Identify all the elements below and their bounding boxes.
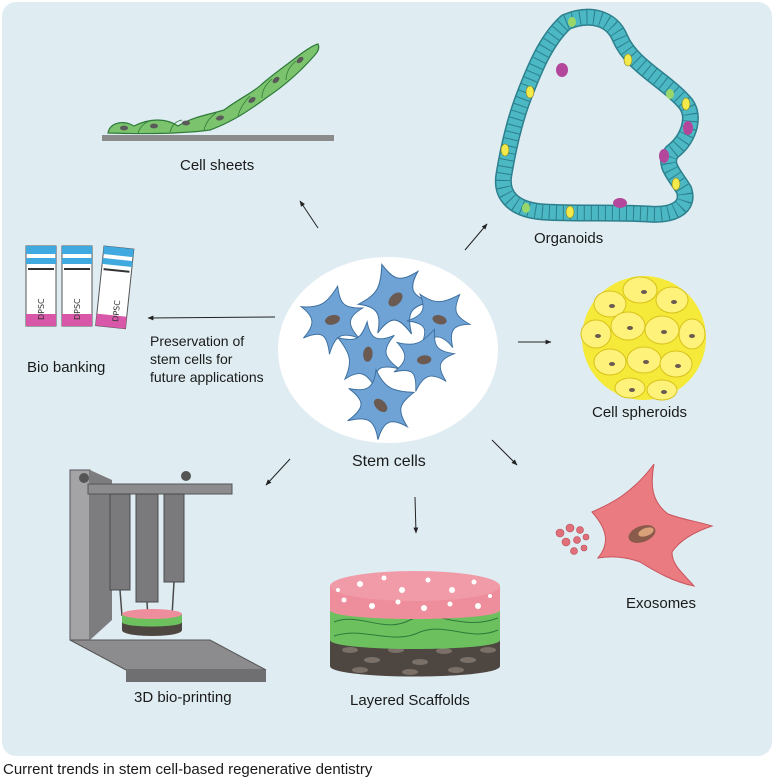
- layered-scaffolds-illustration: [330, 571, 500, 677]
- label-preservation-line-3: future applications: [150, 369, 264, 385]
- bio-printing-illustration: [69, 469, 267, 682]
- exosomes-illustration: [555, 463, 714, 587]
- label-layered-scaffolds: Layered Scaffolds: [350, 692, 470, 709]
- label-exosomes: Exosomes: [626, 595, 696, 612]
- label-cell-sheets: Cell sheets: [180, 157, 254, 174]
- stem-cells-illustration: [278, 252, 498, 448]
- arrow-to-bio-banking: [147, 315, 276, 321]
- vial-label-3: DPSC: [111, 299, 122, 322]
- label-cell-spheroids: Cell spheroids: [592, 404, 687, 421]
- bio-banking-illustration: DPSC DPSC DPSC: [25, 245, 135, 330]
- label-preservation-line-2: stem cells for: [150, 351, 233, 367]
- arrow-to-cell-sheets: [299, 200, 319, 229]
- label-organoids: Organoids: [534, 230, 603, 247]
- arrows: [147, 200, 552, 534]
- label-bio-printing: 3D bio-printing: [134, 689, 232, 706]
- label-bio-banking: Bio banking: [27, 359, 105, 376]
- label-preservation-line-1: Preservation of: [150, 333, 244, 349]
- arrow-to-layered-scaffolds: [413, 496, 419, 534]
- cell-spheroids-illustration: [580, 276, 706, 401]
- label-stem-cells: Stem cells: [352, 453, 426, 470]
- arrow-to-organoids: [464, 223, 488, 251]
- vial-label-2: DPSC: [73, 298, 82, 320]
- figure-caption: Current trends in stem cell-based regene…: [3, 761, 373, 778]
- arrow-to-exosomes: [491, 439, 518, 466]
- cell-sheets-illustration: [102, 43, 334, 141]
- organoids-illustration: [494, 8, 699, 223]
- arrow-to-bio-printing: [265, 458, 291, 486]
- vial-label-1: DPSC: [37, 298, 46, 320]
